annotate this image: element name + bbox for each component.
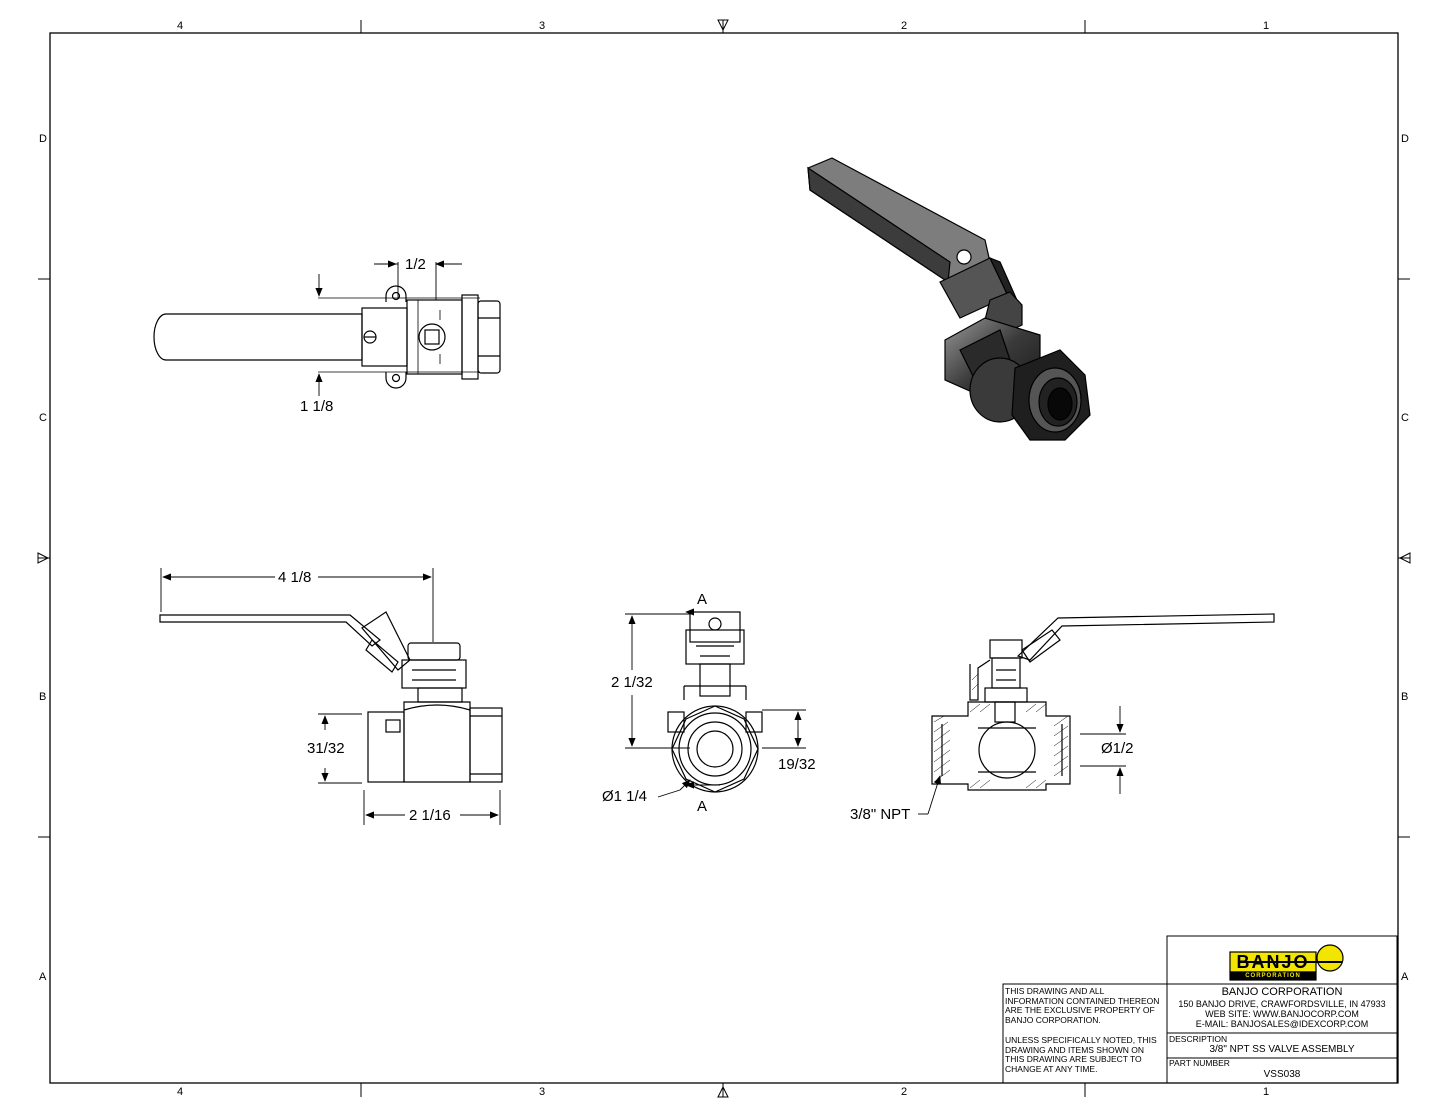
zone-right-A: A: [1401, 971, 1409, 983]
zone-left-B: B: [39, 691, 47, 703]
notice-line: ARE THE EXCLUSIVE PROPERTY OF: [1005, 1005, 1155, 1015]
zone-bottom-1: 1: [1263, 1086, 1270, 1098]
notice-line: THIS DRAWING ARE SUBJECT TO: [1005, 1054, 1142, 1064]
dim-thread: 3/8" NPT: [850, 806, 911, 823]
zone-top-2: 2: [901, 20, 908, 32]
dim-end-height: 2 1/32: [611, 674, 653, 691]
notice-line: UNLESS SPECIFICALLY NOTED, THIS: [1005, 1035, 1157, 1045]
zone-bottom-4: 4: [177, 1086, 184, 1098]
notice-line: DRAWING AND ITEMS SHOWN ON: [1005, 1044, 1144, 1055]
zone-left-C: C: [39, 412, 47, 424]
title-block-frame: [1002, 935, 1398, 1084]
dim-front-height: 31/32: [307, 740, 345, 757]
logo-subtext: CORPORATION: [1245, 973, 1301, 979]
property-notice: THIS DRAWING AND ALL INFORMATION CONTAIN…: [1005, 986, 1160, 1025]
description-label: DESCRIPTION: [1169, 1034, 1228, 1044]
company-email: E-MAIL: BANJOSALES@IDEXCORP.COM: [1195, 1019, 1369, 1029]
notice-line: CHANGE AT ANY TIME.: [1005, 1063, 1098, 1074]
zone-left-A: A: [39, 971, 47, 983]
isometric-view: [807, 157, 1091, 441]
end-view: [667, 611, 763, 793]
dim-top-width: 1/2: [405, 256, 426, 273]
part-number-label: PART NUMBER: [1169, 1058, 1230, 1068]
section-view: [931, 613, 1275, 791]
part-number-value: VSS038: [1263, 1069, 1301, 1080]
zone-bottom-2: 2: [901, 1086, 908, 1098]
zone-right-D: D: [1401, 133, 1409, 145]
change-notice: UNLESS SPECIFICALLY NOTED, THIS DRAWING …: [1005, 1035, 1157, 1074]
zone-left-D: D: [39, 133, 47, 145]
top-view: [153, 285, 501, 389]
zone-top-3: 3: [539, 20, 546, 32]
description-value: 3/8" NPT SS VALVE ASSEMBLY: [1209, 1044, 1355, 1055]
dim-top-height: 1 1/8: [300, 398, 334, 415]
zone-right-B: B: [1401, 691, 1409, 703]
section-label-top: A: [697, 591, 708, 608]
notice-line: THIS DRAWING AND ALL: [1005, 986, 1105, 996]
zone-bottom-3: 3: [539, 1086, 546, 1098]
zone-right-C: C: [1401, 412, 1409, 424]
logo-text: BANJO: [1236, 952, 1310, 972]
section-label-bottom: A: [697, 798, 708, 815]
zone-top-4: 4: [177, 20, 184, 32]
zone-top-1: 1: [1263, 20, 1270, 32]
dim-end-dia: Ø1 1/4: [602, 788, 648, 805]
dim-front-length: 4 1/8: [278, 569, 312, 586]
drawing-border: [49, 32, 1399, 1084]
company-name: BANJO CORPORATION: [1221, 986, 1343, 998]
dim-section-dia: Ø1/2: [1101, 740, 1134, 757]
dim-end-center: 19/32: [778, 756, 816, 773]
company-address: 150 BANJO DRIVE, CRAWFORDSVILLE, IN 4793…: [1178, 999, 1386, 1009]
notice-line: BANJO CORPORATION.: [1005, 1014, 1101, 1025]
dim-front-body: 2 1/16: [409, 807, 451, 824]
company-web: WEB SITE: WWW.BANJOCORP.COM: [1205, 1009, 1359, 1019]
front-view: [159, 611, 503, 783]
banjo-logo: [1229, 944, 1344, 981]
notice-line: INFORMATION CONTAINED THEREON: [1005, 995, 1160, 1006]
